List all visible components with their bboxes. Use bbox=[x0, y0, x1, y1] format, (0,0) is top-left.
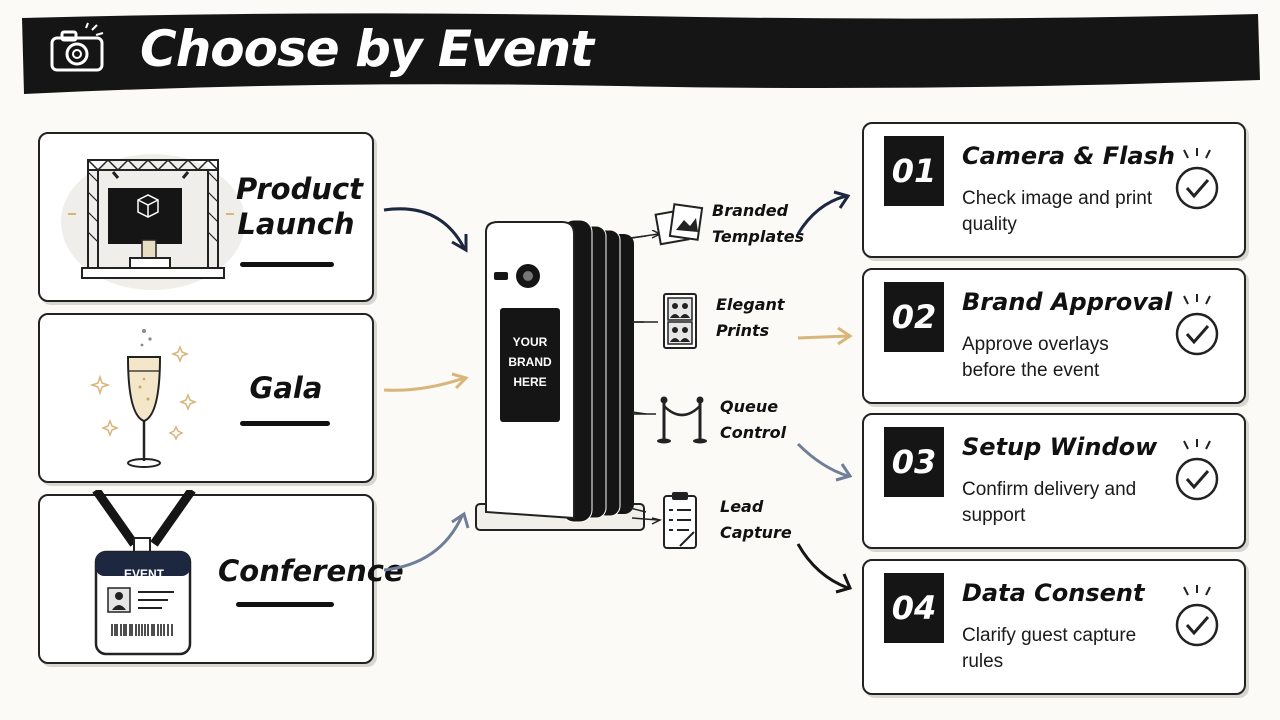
feature-label-elegant-prints: Elegant Prints bbox=[716, 292, 785, 344]
feature-line: Prints bbox=[716, 321, 770, 340]
label-underline bbox=[240, 262, 334, 267]
step-card-04[interactable]: 04 Data Consent Clarify guest capture ru… bbox=[862, 559, 1246, 695]
champagne-icon bbox=[89, 329, 198, 468]
event-label-product-launch: Product Launch bbox=[236, 172, 364, 241]
arrow-step-01 bbox=[796, 190, 851, 235]
badge-text: EVENT bbox=[123, 567, 164, 581]
photo-booth bbox=[475, 219, 647, 531]
step-number: 04 bbox=[884, 573, 944, 643]
feature-line: Elegant bbox=[716, 295, 785, 314]
step-card-01[interactable]: 01 Camera & Flash Check image and print … bbox=[862, 122, 1246, 258]
feature-line: Capture bbox=[720, 523, 792, 542]
feature-label-lead-capture: Lead Capture bbox=[720, 494, 792, 546]
page-title: Choose by Event bbox=[140, 20, 594, 78]
feature-line: Control bbox=[720, 423, 787, 442]
check-icon bbox=[1175, 294, 1219, 356]
step-desc: Check image and print quality bbox=[962, 188, 1153, 235]
step-number: 03 bbox=[884, 427, 944, 497]
photo-strip-icon bbox=[663, 293, 697, 349]
check-icon bbox=[1175, 148, 1219, 210]
step-desc: Approve overlays before the event bbox=[962, 334, 1109, 381]
feature-line: Branded bbox=[712, 201, 789, 220]
title-banner bbox=[22, 13, 1260, 94]
booth-screen-line: HERE bbox=[513, 375, 547, 389]
event-card-product-launch[interactable]: Product Launch bbox=[38, 132, 374, 302]
photos-icon bbox=[654, 203, 704, 246]
step-title: Data Consent bbox=[962, 579, 1145, 607]
step-desc: Clarify guest capture rules bbox=[962, 625, 1137, 672]
arrow-product-launch bbox=[383, 207, 468, 253]
feature-line: Lead bbox=[720, 497, 764, 516]
camera-icon bbox=[50, 22, 104, 72]
step-card-03[interactable]: 03 Setup Window Confirm delivery and sup… bbox=[862, 413, 1246, 549]
event-label-gala: Gala bbox=[249, 371, 323, 405]
label-underline bbox=[240, 421, 330, 426]
step-number: 01 bbox=[884, 136, 944, 206]
step-number: 02 bbox=[884, 282, 944, 352]
feature-label-branded-templates: Branded Templates bbox=[712, 198, 804, 250]
event-card-gala[interactable]: Gala bbox=[38, 313, 374, 483]
booth-screen-text: YOUR BRAND HERE bbox=[502, 332, 558, 392]
check-icon bbox=[1175, 439, 1219, 501]
check-icon bbox=[1175, 585, 1219, 647]
step-title: Setup Window bbox=[962, 433, 1158, 461]
arrow-conference bbox=[383, 511, 470, 572]
step-card-02[interactable]: 02 Brand Approval Approve overlays befor… bbox=[862, 268, 1246, 404]
feature-label-queue-control: Queue Control bbox=[720, 394, 786, 446]
step-title: Brand Approval bbox=[962, 288, 1173, 316]
badge-icon bbox=[92, 490, 196, 656]
feature-line: Queue bbox=[720, 397, 779, 416]
feature-connectors bbox=[631, 230, 662, 525]
label-underline bbox=[236, 602, 334, 607]
clipboard-icon bbox=[663, 492, 697, 549]
event-card-conference[interactable]: EVENT Conference bbox=[38, 490, 404, 664]
booth-screen-line: BRAND bbox=[508, 355, 552, 369]
arrow-step-03 bbox=[796, 442, 853, 482]
arrow-step-04 bbox=[796, 543, 853, 594]
step-title: Camera & Flash bbox=[962, 142, 1175, 170]
step-desc: Confirm delivery and support bbox=[962, 479, 1137, 526]
event-label-conference: Conference bbox=[218, 554, 404, 588]
feature-line: Templates bbox=[712, 227, 805, 246]
booth-screen-line: YOUR bbox=[512, 335, 548, 349]
stage-icon bbox=[61, 154, 245, 290]
arrow-gala bbox=[383, 372, 469, 392]
stanchion-icon bbox=[657, 396, 707, 444]
arrow-step-02 bbox=[797, 326, 853, 346]
